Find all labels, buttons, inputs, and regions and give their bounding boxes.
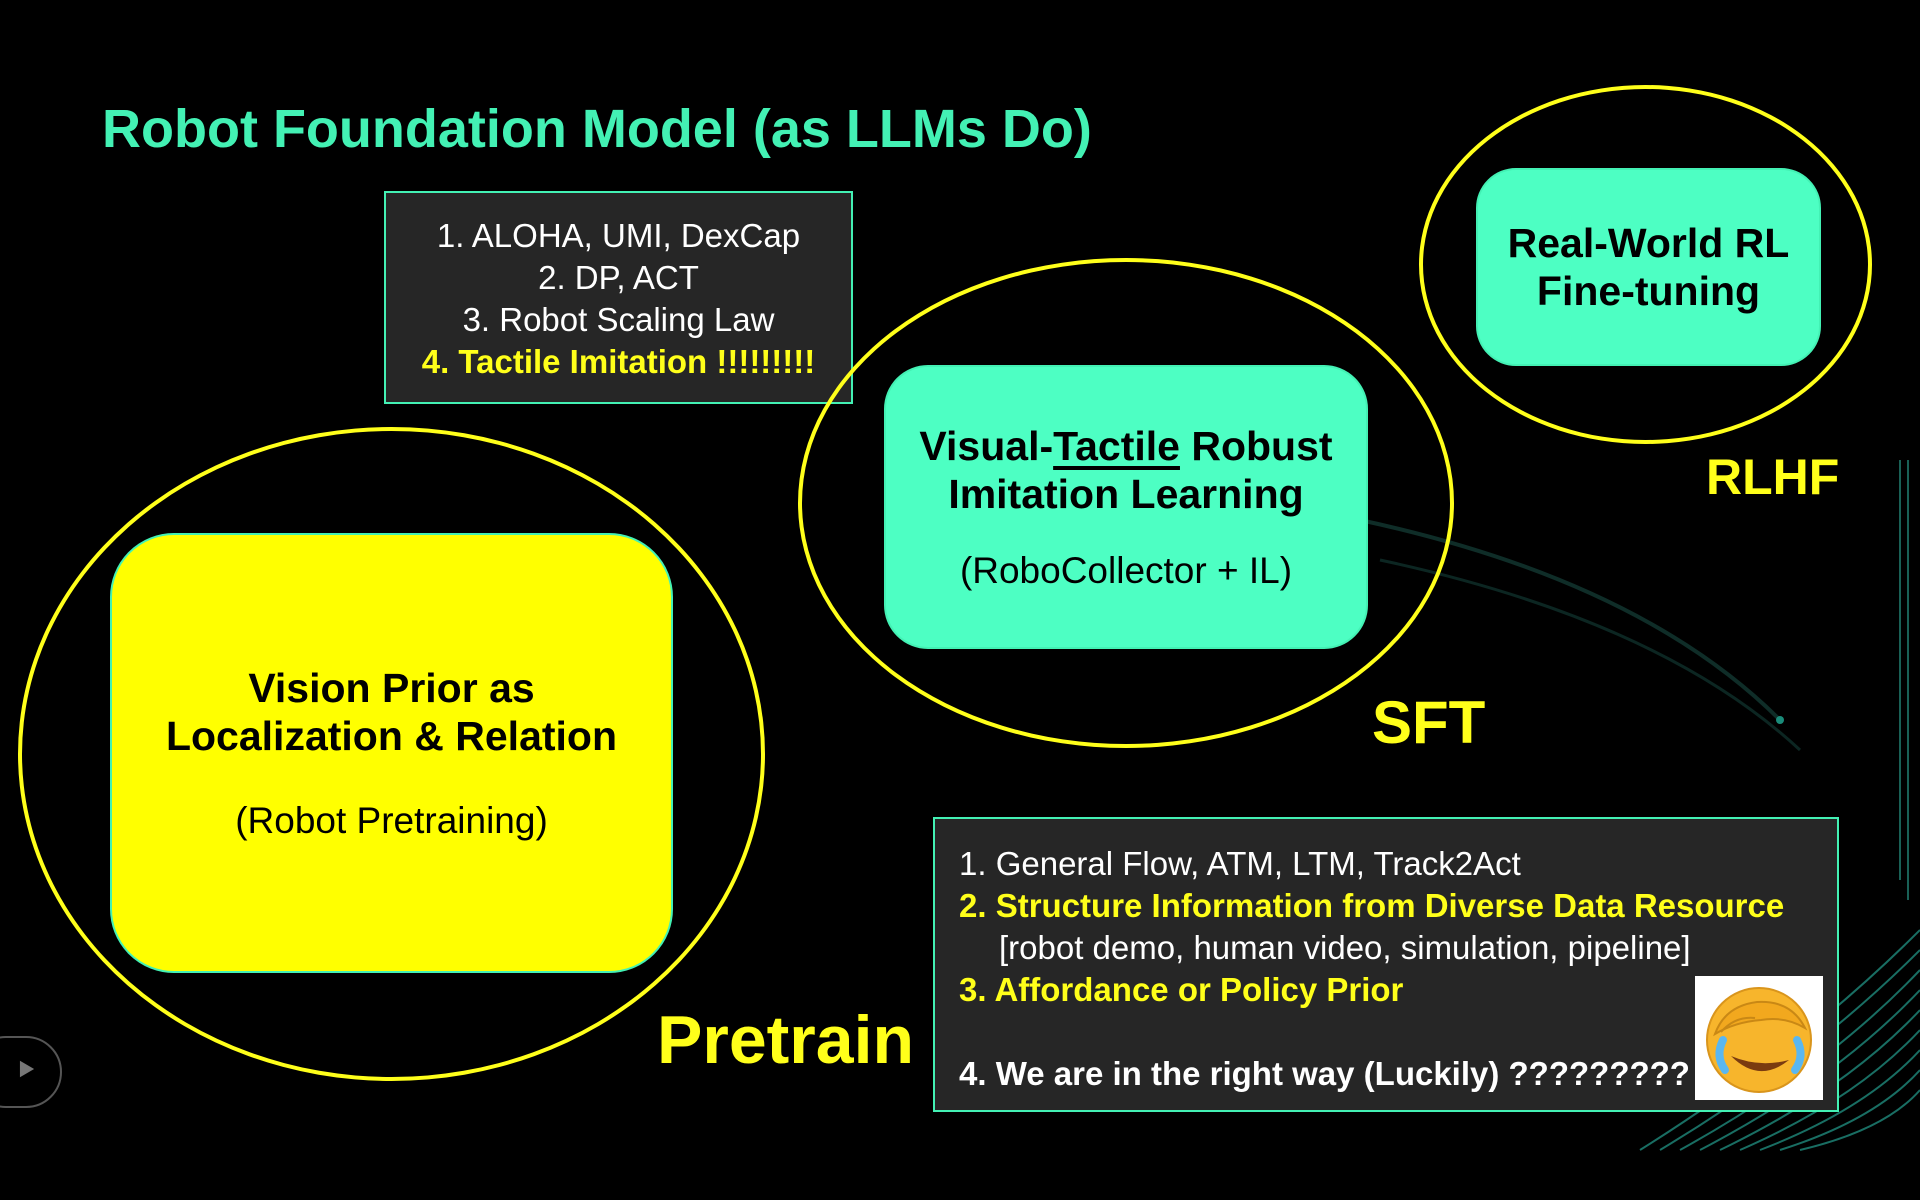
sft-card: Visual-Tactile Robust Imitation Learning… xyxy=(884,365,1368,649)
rlhf-heading-line1: Real-World RL xyxy=(1507,220,1790,266)
pretrain-ellipse xyxy=(18,427,765,1081)
pretrain-heading-line1: Vision Prior as xyxy=(248,665,535,711)
sft-heading-line1: Visual-Tactile Robust xyxy=(919,422,1332,470)
rlhf-ellipse xyxy=(1419,85,1872,444)
rlhf-heading-line2: Fine-tuning xyxy=(1536,268,1761,314)
sft-subtitle: (RoboCollector + IL) xyxy=(959,550,1293,591)
imitation-methods-box: 1. ALOHA, UMI, DexCap 2. DP, ACT 3. Robo… xyxy=(384,191,853,404)
imitation-item-4: 4. Tactile Imitation !!!!!!!!! xyxy=(421,343,816,380)
pretrain-item-4: 4. We are in the right way (Luckily) ???… xyxy=(959,1055,1690,1092)
pretrain-subtitle: (Robot Pretraining) xyxy=(235,800,548,841)
pretrain-details-box: 1. General Flow, ATM, LTM, Track2Act 2. … xyxy=(933,817,1839,1112)
sft-heading-prefix: Visual- xyxy=(919,423,1054,469)
pretrain-card: Vision Prior as Localization & Relation … xyxy=(110,533,673,973)
pretrain-heading-line2: Localization & Relation xyxy=(165,713,618,759)
sft-heading-underlined: Tactile xyxy=(1053,423,1180,469)
pretrain-item-3: 3. Affordance or Policy Prior xyxy=(959,971,1404,1008)
imitation-item-3: 3. Robot Scaling Law xyxy=(462,301,775,338)
sft-ellipse xyxy=(798,258,1454,748)
chevron-right-icon: ⯈ xyxy=(14,1055,38,1088)
pretrain-item-2: 2. Structure Information from Diverse Da… xyxy=(959,887,1785,924)
imitation-item-1: 1. ALOHA, UMI, DexCap xyxy=(436,217,801,254)
sft-heading-suffix: Robust xyxy=(1179,423,1333,469)
next-slide-button[interactable]: ⯈ xyxy=(0,1036,62,1108)
facepalm-emoji xyxy=(1695,976,1823,1100)
pretrain-item-2-detail: [robot demo, human video, simulation, pi… xyxy=(999,929,1691,966)
rlhf-card: Real-World RL Fine-tuning xyxy=(1476,168,1821,366)
rlhf-stage-label: RLHF xyxy=(1706,449,1840,505)
slide-title: Robot Foundation Model (as LLMs Do) xyxy=(102,99,1092,159)
pretrain-stage-label: Pretrain xyxy=(657,1002,914,1078)
imitation-item-2: 2. DP, ACT xyxy=(538,259,699,296)
sft-stage-label: SFT xyxy=(1372,689,1486,756)
sft-heading-line2: Imitation Learning xyxy=(948,471,1304,517)
pretrain-item-1: 1. General Flow, ATM, LTM, Track2Act xyxy=(959,845,1521,882)
